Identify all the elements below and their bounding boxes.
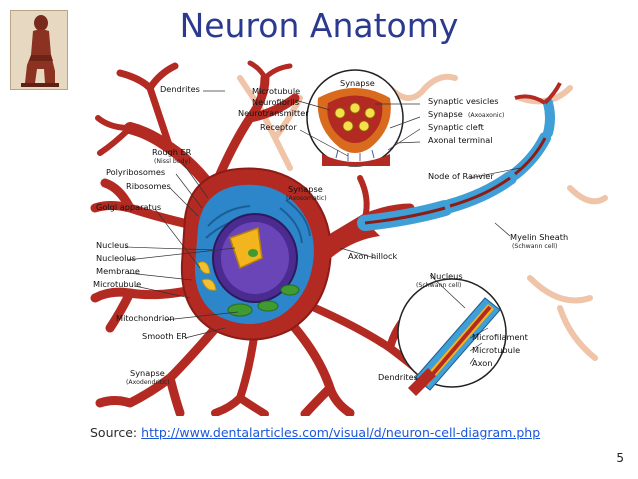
label-neurotransmitter: Neurotransmitter <box>238 108 309 118</box>
label-dendrites-top: Dendrites <box>160 84 200 94</box>
label-myelin-sheath-sub: (Schwann cell) <box>512 243 557 250</box>
statue-figure-icon <box>11 11 67 89</box>
synapse-inset <box>306 69 404 167</box>
statue-thumbnail-image <box>10 10 68 90</box>
golgi-apparatus <box>197 261 217 291</box>
label-nucleolus: Nucleolus <box>96 253 136 263</box>
label-axon-hillock: Axon hillock <box>348 251 398 261</box>
label-neurofibrils: Neurofibrils <box>252 97 299 107</box>
axon-inset <box>397 278 507 396</box>
label-microtubule-left: Microtubule <box>93 279 141 289</box>
source-citation: Source: http://www.dentalarticles.com/vi… <box>90 425 540 440</box>
mitochondria <box>227 284 300 317</box>
label-synapse-axoaxonic-sub: (Axoaxonic) <box>468 112 504 119</box>
label-synapse-axodendritic-sub: (Axodendritic) <box>126 379 170 386</box>
label-dendrites-bottom: Dendrites <box>378 372 418 382</box>
label-smooth-er: Smooth ER <box>142 331 187 341</box>
label-microtubule-top: Microtubule <box>252 86 300 96</box>
axon-hillock <box>315 226 380 263</box>
label-nucleus: Nucleus <box>96 240 129 250</box>
dendrite-branches <box>90 60 429 419</box>
myelin-sheath <box>357 98 555 231</box>
neuron-diagram: Dendrites Microtubule Neurofibrils Neuro… <box>90 58 610 419</box>
label-rough-er-sub: (Nissl body) <box>154 158 191 165</box>
nucleolus <box>229 226 263 270</box>
label-axon: Axon <box>472 358 492 368</box>
leader-lines <box>124 90 521 365</box>
label-synapse-axosomatic-sub: (Axosomatic) <box>286 195 327 202</box>
label-synapse-axosomatic: Synapse <box>288 184 323 194</box>
label-synaptic-cleft: Synaptic cleft <box>428 122 485 132</box>
label-microfilament: Microfilament <box>472 332 529 342</box>
source-link[interactable]: http://www.dentalarticles.com/visual/d/n… <box>141 425 541 440</box>
label-synapse-axoaxonic: Synapse <box>428 109 463 119</box>
label-golgi-apparatus: Golgi apparatus <box>96 202 161 212</box>
label-nucleus-schwann-sub: (Schwann cell) <box>416 282 461 289</box>
source-label: Source: <box>90 425 138 440</box>
label-membrane: Membrane <box>96 266 140 276</box>
label-mitochondrion: Mitochondrion <box>116 313 174 323</box>
page-number: 5 <box>616 451 624 465</box>
label-ribosomes: Ribosomes <box>126 181 171 191</box>
label-receptor: Receptor <box>260 122 297 132</box>
label-microtubule-inset: Microtubule <box>472 345 520 355</box>
slide-title: Neuron Anatomy <box>179 6 459 45</box>
label-synapse-axodendritic: Synapse <box>130 368 165 378</box>
label-axonal-terminal: Axonal terminal <box>428 135 493 145</box>
label-polyribosomes: Polyribosomes <box>106 167 165 177</box>
label-node-of-ranvier: Node of Ranvier <box>428 171 494 181</box>
label-rough-er: Rough ER <box>152 147 192 157</box>
label-nucleus-schwann: Nucleus <box>430 271 463 281</box>
label-myelin-sheath: Myelin Sheath <box>510 232 568 242</box>
label-synaptic-vesicles: Synaptic vesicles <box>428 96 499 106</box>
label-synapse-inset-title: Synapse <box>340 78 375 88</box>
